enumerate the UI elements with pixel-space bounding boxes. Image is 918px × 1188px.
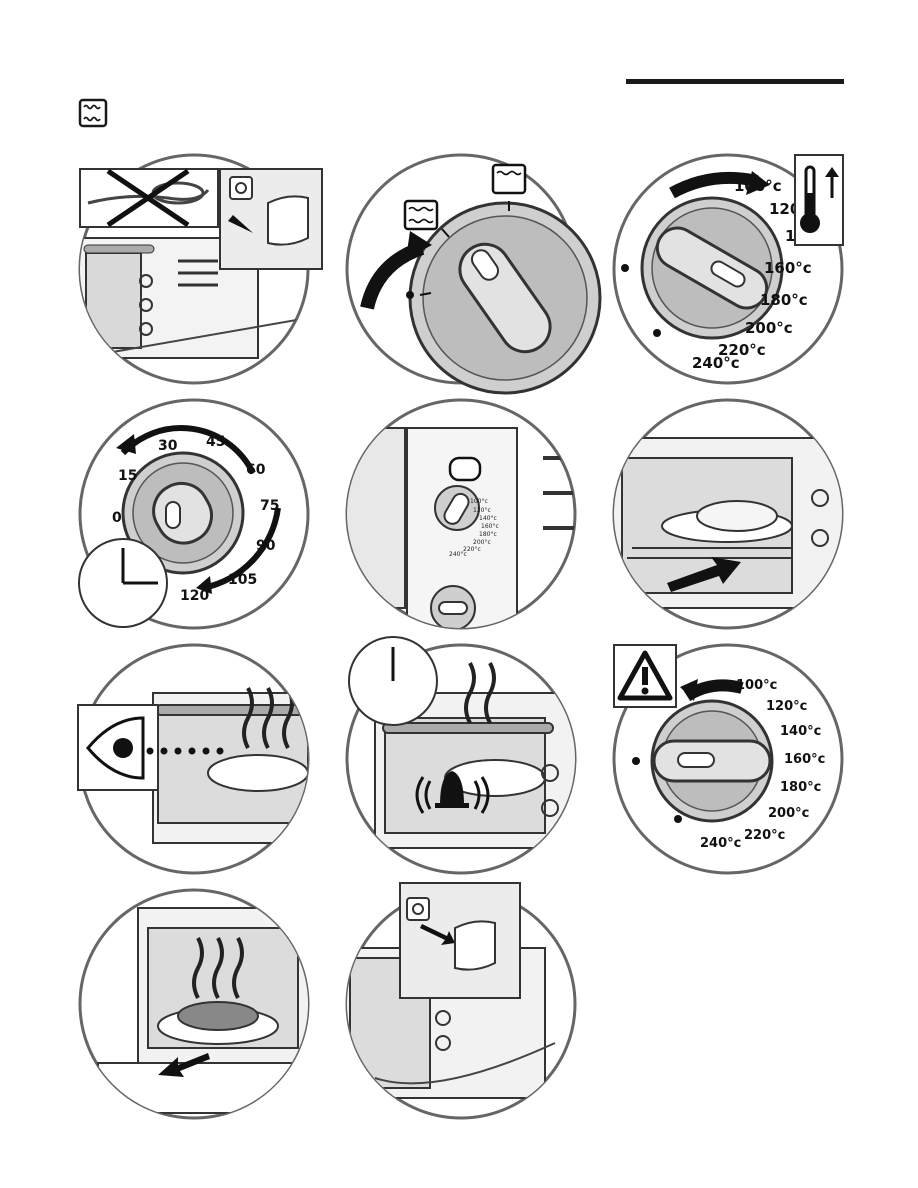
temp-label: 240°c <box>700 836 741 851</box>
temp-label: 160°c <box>481 523 499 530</box>
panel-set-timer: 0 15 30 45 60 75 90 105 120 <box>78 398 310 630</box>
oven-heat-icon <box>78 98 108 128</box>
panel-unplug <box>345 882 577 1120</box>
temp-label: 160°c <box>784 752 825 767</box>
temp-label: 200°c <box>473 539 491 546</box>
temp-label: 160°c <box>764 259 812 277</box>
temp-label: 140°c <box>780 724 821 739</box>
temp-label: 200°c <box>745 319 793 337</box>
minute-label: 45 <box>206 434 225 450</box>
temp-label: 120 <box>769 200 800 218</box>
panel-remove-dish <box>78 888 310 1120</box>
minute-label: 15 <box>118 468 137 484</box>
temp-label: 1 <box>785 227 795 245</box>
temp-label: 120°c <box>766 699 807 714</box>
temp-label: 180°c <box>780 780 821 795</box>
panel-plug-in <box>78 153 323 385</box>
alarm-bell-icon <box>415 771 490 814</box>
temp-label: 140°c <box>479 515 497 522</box>
panel-warning-temperature: 100°c 120°c 140°c 160°c 180°c 200°c 220°… <box>612 643 844 875</box>
thermometer-up-icon <box>794 154 844 246</box>
panel-set-temperature: 100°c 120 1 160°c 180°c 200°c 220°c 240°… <box>612 153 844 385</box>
minute-label: 30 <box>158 438 178 454</box>
header-rule <box>626 79 844 84</box>
minute-label: 60 <box>246 462 266 478</box>
temp-label: 100°c <box>736 678 777 693</box>
minute-label: 75 <box>260 498 279 514</box>
minute-label: 0 <box>112 510 122 526</box>
panel-insert-dish <box>612 398 844 630</box>
temp-label: 220°c <box>463 546 481 553</box>
temp-label: 200°c <box>768 806 809 821</box>
panel-watch-cooking <box>77 643 310 875</box>
minute-label: 120 <box>180 588 209 604</box>
temp-label: 180°c <box>479 531 497 538</box>
oven-heat-icon <box>403 199 439 231</box>
temp-label: 180°c <box>760 291 808 309</box>
panel-control-light: 100°c 120°c 140°c 160°c 180°c 200°c 220°… <box>345 398 577 630</box>
clock-icon <box>348 636 438 726</box>
warning-triangle-icon <box>613 644 677 708</box>
minute-label: 105 <box>228 572 257 588</box>
temp-label: 100°c <box>470 498 488 505</box>
temp-label: 120°c <box>473 507 491 514</box>
eye-icon <box>77 704 159 791</box>
panel-select-mode <box>345 153 602 395</box>
temp-label: 240°c <box>449 551 467 558</box>
minute-label: 90 <box>256 538 276 554</box>
temp-label: 220°c <box>718 341 766 359</box>
temp-label: 240°c <box>692 354 740 372</box>
temp-label: 220°c <box>744 828 785 843</box>
panel-alarm <box>345 636 577 875</box>
clock-icon <box>78 538 168 628</box>
temp-label: 100°c <box>734 177 782 195</box>
